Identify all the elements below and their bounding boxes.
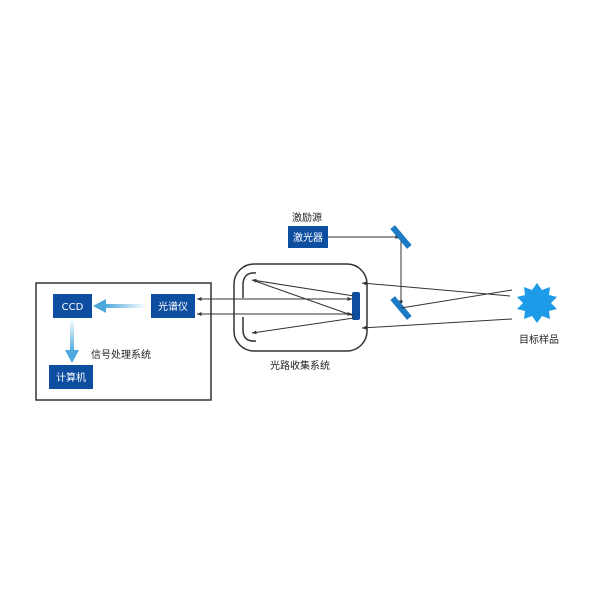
ccd-box: CCD <box>53 294 92 318</box>
internal-path-2 <box>251 279 355 317</box>
spectrometer-label: 光谱仪 <box>158 300 188 313</box>
mirror-upper <box>390 225 412 249</box>
collection-lens <box>352 292 360 320</box>
beam-return-top <box>361 281 511 297</box>
internal-path-1 <box>251 278 355 297</box>
spectrometer-to-ccd-arrow <box>93 299 147 313</box>
internal-path-3 <box>251 317 355 335</box>
target-label: 目标样品 <box>519 333 559 346</box>
ccd-label: CCD <box>62 302 84 313</box>
spectrometer-box: 光谱仪 <box>151 294 195 318</box>
signal-system-label: 信号处理系统 <box>91 348 151 361</box>
excitation-label: 激励源 <box>292 211 322 224</box>
beam-return-bottom <box>361 318 513 330</box>
ccd-to-computer-arrow <box>65 319 79 363</box>
computer-box: 计算机 <box>49 365 93 389</box>
laser-box: 激光器 <box>288 226 328 248</box>
collection-system-label: 光路收集系统 <box>270 359 330 372</box>
starburst-icon <box>517 283 557 323</box>
curved-mirror-bottom <box>242 317 257 342</box>
curved-mirror-top <box>242 272 257 298</box>
signal-processing-frame <box>35 282 212 401</box>
beam-to-target <box>400 289 513 309</box>
computer-label: 计算机 <box>56 371 86 384</box>
laser-label: 激光器 <box>293 231 323 244</box>
collection-system-frame <box>233 263 368 352</box>
